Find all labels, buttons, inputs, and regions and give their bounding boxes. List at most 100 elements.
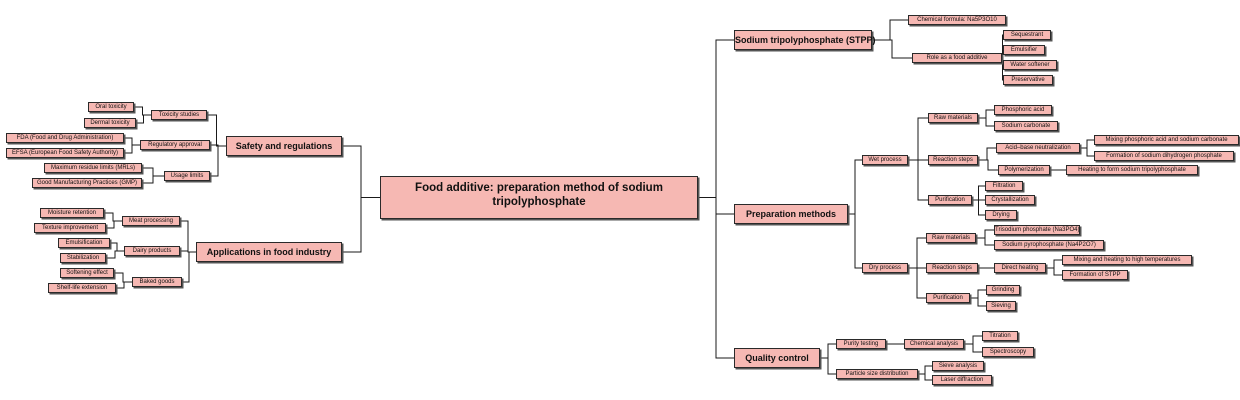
topic-stpp[interactable]: Sodium tripolyphosphate (STPP) — [734, 30, 876, 50]
connector-node-formation-stpp — [1046, 267, 1062, 276]
connector-node-titration — [964, 335, 982, 345]
node-preservative[interactable]: Preservative — [1003, 75, 1053, 85]
node-drying[interactable]: Drying — [985, 210, 1017, 220]
connector-node-maximum-residue-limits — [142, 167, 164, 177]
node-toxicity-studies[interactable]: Toxicity studies — [151, 110, 207, 120]
connector-node-drying — [972, 199, 985, 216]
connector-node-gmp — [142, 175, 164, 184]
topic-quality-control[interactable]: Quality control — [734, 348, 820, 368]
root-topic[interactable]: Food additive: preparation method of sod… — [380, 176, 698, 219]
connector-node-moisture-retention — [104, 212, 122, 222]
node-spectroscopy[interactable]: Spectroscopy — [982, 347, 1034, 357]
connector-node-particle-size-distribution — [820, 357, 836, 375]
node-mixing-heating-high-temp[interactable]: Mixing and heating to high temperatures — [1062, 255, 1192, 265]
connector-node-filtration — [972, 185, 985, 201]
connector-node-trisodium-phosphate — [976, 229, 994, 239]
connector-node-acid-base-neutralization — [978, 147, 996, 161]
node-sodium-pyrophosphate[interactable]: Sodium pyrophosphate (Na4P2O7) — [994, 240, 1104, 250]
connector-node-purity-testing — [820, 343, 836, 359]
node-wet-purification[interactable]: Purification — [928, 195, 972, 205]
topic-preparation-methods[interactable]: Preparation methods — [734, 204, 848, 224]
node-direct-heating[interactable]: Direct heating — [994, 263, 1046, 273]
node-texture-improvement[interactable]: Texture improvement — [34, 223, 106, 233]
topic-applications-food-industry[interactable]: Applications in food industry — [196, 242, 342, 262]
node-purity-testing[interactable]: Purity testing — [836, 339, 886, 349]
node-gmp[interactable]: Good Manufacturing Practices (GMP) — [32, 178, 142, 188]
connector-node-wet-process — [848, 159, 862, 215]
node-emulsifier[interactable]: Emulsifier — [1003, 45, 1045, 55]
node-stabilization[interactable]: Stabilization — [60, 253, 106, 263]
node-chemical-analysis[interactable]: Chemical analysis — [904, 339, 964, 349]
connector-node-wet-raw-materials — [908, 117, 928, 161]
node-softening-effect[interactable]: Softening effect — [60, 268, 114, 278]
node-maximum-residue-limits[interactable]: Maximum residue limits (MRLs) — [44, 163, 142, 173]
node-phosphoric-acid[interactable]: Phosphoric acid — [994, 105, 1052, 115]
node-dry-raw-materials[interactable]: Raw materials — [926, 233, 976, 243]
node-crystallization[interactable]: Crystallization — [985, 195, 1035, 205]
connector-node-sieving — [970, 297, 986, 307]
node-mixing-phosphoric-acid[interactable]: Mixing phosphoric acid and sodium carbon… — [1094, 135, 1239, 145]
node-regulatory-approval[interactable]: Regulatory approval — [140, 140, 210, 150]
connector-node-usage-limits — [210, 145, 226, 177]
node-emulsification[interactable]: Emulsification — [58, 238, 110, 248]
node-wet-raw-materials[interactable]: Raw materials — [928, 113, 978, 123]
connector-node-formation-dihydrogen-phosphate — [1080, 147, 1094, 157]
node-polymerization[interactable]: Polymerization — [998, 165, 1050, 175]
node-sieving[interactable]: Sieving — [986, 301, 1016, 311]
node-heating-form-stpp[interactable]: Heating to form sodium tripolyphosphate — [1066, 165, 1198, 175]
node-dry-process[interactable]: Dry process — [862, 263, 908, 273]
node-sieve-analysis[interactable]: Sieve analysis — [932, 361, 984, 371]
connector-topic-safety-regulations — [342, 145, 380, 198]
connector-node-dermal-toxicity — [136, 114, 151, 124]
node-wet-reaction-steps[interactable]: Reaction steps — [928, 155, 978, 165]
connector-node-softening-effect — [114, 272, 132, 283]
node-sequestrant[interactable]: Sequestrant — [1003, 30, 1051, 40]
node-dermal-toxicity[interactable]: Dermal toxicity — [84, 118, 136, 128]
connector-node-preservative — [1002, 57, 1003, 81]
connector-node-grinding — [970, 289, 986, 299]
connector-topic-quality-control — [698, 197, 734, 359]
node-formation-stpp[interactable]: Formation of STPP — [1062, 270, 1128, 280]
node-shelf-life-extension[interactable]: Shelf-life extension — [48, 283, 116, 293]
node-trisodium-phosphate[interactable]: Trisodium phosphate (Na3PO4) — [994, 225, 1080, 235]
node-laser-diffraction[interactable]: Laser diffraction — [932, 375, 992, 385]
connector-node-role-food-additive — [872, 39, 912, 59]
connector-topic-applications-food-industry — [342, 197, 380, 253]
connector-node-sodium-carbonate — [978, 117, 994, 127]
node-titration[interactable]: Titration — [982, 331, 1018, 341]
connector-node-mixing-heating-high-temp — [1046, 259, 1062, 269]
connector-node-laser-diffraction — [918, 373, 932, 381]
node-usage-limits[interactable]: Usage limits — [164, 171, 210, 181]
connector-node-fda — [124, 137, 140, 146]
connector-topic-stpp — [698, 39, 734, 198]
connector-node-emulsification — [110, 242, 124, 252]
node-baked-goods[interactable]: Baked goods — [132, 277, 182, 287]
connector-node-meat-processing — [180, 220, 196, 253]
node-formation-dihydrogen-phosphate[interactable]: Formation of sodium dihydrogen phosphate — [1094, 151, 1234, 161]
node-meat-processing[interactable]: Meat processing — [122, 216, 180, 226]
node-acid-base-neutralization[interactable]: Acid–base neutralization — [996, 143, 1080, 153]
node-dry-reaction-steps[interactable]: Reaction steps — [926, 263, 978, 273]
node-role-food-additive[interactable]: Role as a food additive — [912, 53, 1002, 63]
node-sodium-carbonate[interactable]: Sodium carbonate — [994, 121, 1058, 131]
connector-node-shelf-life-extension — [116, 281, 132, 289]
node-oral-toxicity[interactable]: Oral toxicity — [88, 102, 134, 112]
connector-node-baked-goods — [182, 251, 196, 283]
connector-node-sodium-pyrophosphate — [976, 237, 994, 246]
node-grinding[interactable]: Grinding — [986, 285, 1020, 295]
connector-node-efsa — [124, 144, 140, 154]
connector-node-texture-improvement — [106, 220, 122, 229]
node-particle-size-distribution[interactable]: Particle size distribution — [836, 369, 918, 379]
topic-safety-regulations[interactable]: Safety and regulations — [226, 136, 342, 156]
node-efsa[interactable]: EFSA (European Food Safety Authority) — [6, 148, 124, 158]
connector-node-oral-toxicity — [134, 106, 151, 116]
node-dairy-products[interactable]: Dairy products — [124, 246, 180, 256]
node-fda[interactable]: FDA (Food and Drug Administration) — [6, 133, 124, 143]
node-chemical-formula[interactable]: Chemical formula: Na5P3O10 — [908, 15, 1006, 25]
node-water-softener[interactable]: Water softener — [1003, 60, 1057, 70]
node-filtration[interactable]: Filtration — [985, 181, 1023, 191]
node-wet-process[interactable]: Wet process — [862, 155, 908, 165]
connector-node-polymerization — [978, 159, 998, 171]
node-moisture-retention[interactable]: Moisture retention — [40, 208, 104, 218]
node-dry-purification[interactable]: Purification — [926, 293, 970, 303]
